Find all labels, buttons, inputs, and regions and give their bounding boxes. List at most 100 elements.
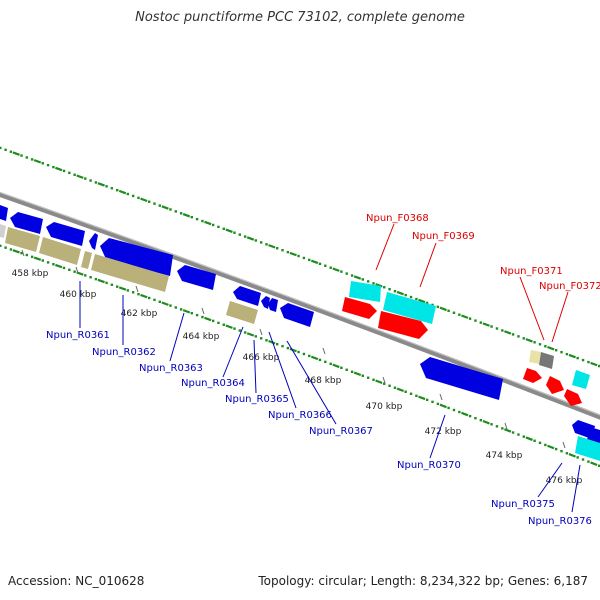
gene-feature[interactable]	[233, 286, 261, 306]
gc-dot	[238, 233, 241, 236]
gc-dash	[97, 182, 105, 187]
gene-label-npun-r0370[interactable]: Npun_R0370	[397, 460, 461, 471]
gene-feature[interactable]	[575, 436, 600, 461]
gene-feature[interactable]	[342, 297, 377, 319]
gene-feature[interactable]	[529, 350, 541, 364]
gc-dot	[425, 398, 429, 402]
scale-tick-mark	[562, 441, 566, 449]
gc-dot	[404, 293, 407, 297]
gc-dot	[243, 235, 247, 238]
gene-feature[interactable]	[0, 224, 6, 238]
gene-feature[interactable]	[261, 296, 270, 309]
scale-tick-mark	[201, 307, 205, 315]
gc-dot	[153, 298, 156, 302]
gc-dot	[265, 339, 268, 342]
gene-feature[interactable]	[523, 368, 542, 383]
gc-dot	[308, 354, 311, 358]
gene-feature[interactable]	[46, 222, 85, 246]
gene-feature[interactable]	[539, 352, 554, 369]
gene-feature[interactable]	[572, 370, 590, 389]
gc-dash	[55, 263, 63, 269]
gc-dot	[598, 364, 600, 368]
gc-dot	[174, 210, 177, 213]
gene-feature[interactable]	[378, 311, 428, 339]
gene-label-npun-r0376[interactable]: Npun_R0376	[528, 516, 592, 527]
label-leader	[519, 276, 545, 341]
gc-dot	[468, 317, 472, 320]
gene-label-npun-r0365[interactable]: Npun_R0365	[225, 394, 289, 405]
gene-feature[interactable]	[226, 301, 258, 324]
gc-dot	[105, 281, 108, 285]
gc-dot	[84, 177, 87, 180]
gc-dot	[452, 408, 456, 412]
gene-feature[interactable]	[89, 233, 98, 250]
gc-dash	[568, 453, 576, 458]
gc-dot	[25, 156, 29, 159]
gc-dot	[431, 303, 434, 307]
gc-dot	[581, 458, 585, 461]
gene-feature[interactable]	[100, 238, 173, 276]
gene-feature[interactable]	[0, 205, 8, 221]
gc-dash	[33, 256, 42, 261]
gc-dot	[190, 312, 193, 315]
scale-tick-label: 464 kbp	[183, 332, 220, 342]
gc-dot	[52, 263, 55, 266]
gene-feature[interactable]	[91, 254, 169, 292]
gc-dot	[479, 418, 483, 422]
gene-feature[interactable]	[383, 292, 436, 324]
gene-label-npun-r0363[interactable]: Npun_R0363	[139, 363, 203, 374]
gc-dash	[353, 275, 362, 280]
gene-feature[interactable]	[268, 298, 278, 312]
gene-feature[interactable]	[39, 237, 81, 265]
gc-dash	[310, 259, 319, 265]
gene-label-npun-r0375[interactable]: Npun_R0375	[491, 499, 555, 510]
gc-dot	[447, 406, 450, 410]
gc-dot	[324, 360, 327, 364]
gene-feature[interactable]	[177, 265, 216, 290]
gene-label-npun-r0362[interactable]: Npun_R0362	[92, 347, 156, 358]
gene-feature[interactable]	[10, 212, 43, 234]
gene-feature[interactable]	[5, 227, 40, 252]
gc-dot	[458, 313, 461, 316]
scale-tick-mark	[322, 347, 326, 355]
gc-dot	[179, 212, 183, 215]
gene-label-npun-r0367[interactable]: Npun_R0367	[309, 426, 373, 437]
gc-dot	[581, 358, 585, 362]
gc-dash	[118, 189, 127, 195]
gc-dot	[46, 163, 50, 167]
gene-feature[interactable]	[280, 303, 314, 327]
gene-label-npun-r0361[interactable]: Npun_R0361	[46, 330, 110, 341]
gc-dot	[479, 321, 483, 324]
gene-label-npun-f0371[interactable]: Npun_F0371	[500, 266, 563, 277]
gene-feature[interactable]	[81, 251, 92, 269]
gene-feature[interactable]	[587, 427, 600, 444]
gene-feature[interactable]	[420, 357, 503, 400]
gc-dot	[560, 449, 563, 453]
gc-dot	[302, 352, 306, 356]
gc-dash	[12, 249, 20, 254]
gene-feature[interactable]	[349, 281, 381, 302]
gc-dot	[275, 342, 279, 346]
gc-dot	[0, 244, 2, 248]
gene-label-npun-r0366[interactable]: Npun_R0366	[268, 410, 332, 421]
gene-label-npun-f0372[interactable]: Npun_F0372	[539, 281, 600, 292]
gc-dash	[418, 395, 426, 401]
scale-tick-label: 472 kbp	[425, 427, 462, 437]
gene-label-npun-f0369[interactable]: Npun_F0369	[412, 231, 475, 242]
gc-dot	[425, 301, 429, 305]
gc-dot	[544, 345, 547, 348]
gene-feature[interactable]	[546, 376, 564, 394]
gene-feature[interactable]	[564, 389, 582, 406]
gene-label-npun-r0364[interactable]: Npun_R0364	[181, 378, 245, 389]
gc-dot	[211, 319, 215, 323]
gc-dot	[286, 346, 290, 350]
gc-dash	[547, 345, 555, 351]
scale-tick-mark	[504, 422, 508, 430]
gene-label-npun-f0368[interactable]: Npun_F0368	[366, 213, 429, 224]
gc-dot	[538, 343, 542, 346]
gc-dot	[105, 185, 108, 188]
gc-dot	[281, 248, 284, 252]
gc-dot	[318, 262, 322, 266]
gc-dot	[533, 341, 536, 344]
gc-dot	[383, 382, 386, 385]
